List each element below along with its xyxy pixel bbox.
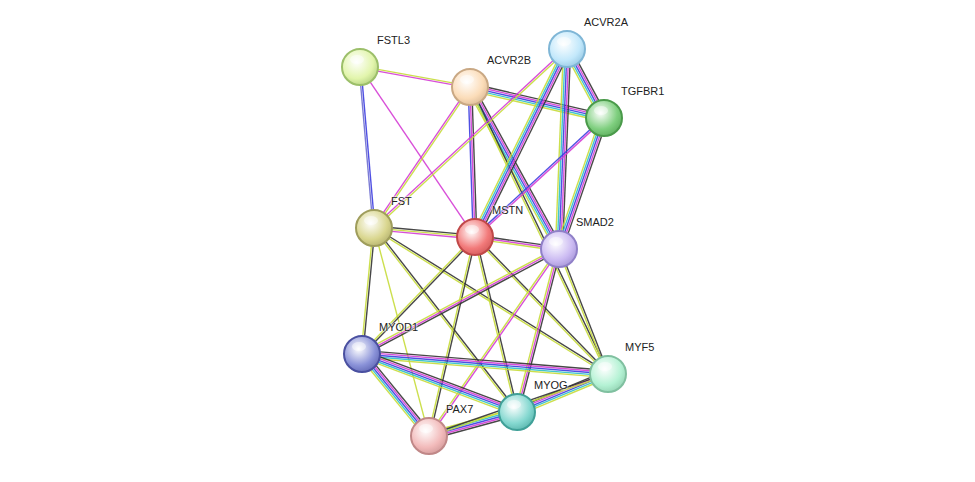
interaction-edge [445, 413, 500, 434]
protein-node: FSTL3 [341, 48, 379, 86]
interaction-edge [377, 256, 544, 347]
node-label: PAX7 [446, 403, 473, 415]
interaction-edge [392, 228, 457, 237]
protein-circle [341, 48, 379, 86]
interaction-edge [469, 105, 476, 219]
protein-node: MSTN [456, 218, 494, 256]
interaction-edge [446, 379, 592, 431]
protein-circle [589, 355, 627, 393]
interaction-edge [370, 82, 465, 222]
interaction-edge [361, 85, 374, 210]
protein-node: ACVR2B [451, 68, 489, 106]
node-label: FST [391, 195, 412, 207]
protein-node: SMAD2 [540, 230, 578, 268]
protein-node: TGFBR1 [585, 99, 623, 137]
interaction-edge [363, 246, 373, 336]
interaction-edge [379, 245, 425, 418]
node-label: ACVR2B [487, 54, 531, 66]
interaction-edge [488, 130, 592, 226]
protein-circle [540, 230, 578, 268]
protein-circle [585, 99, 623, 137]
node-label: TGFBR1 [621, 85, 664, 97]
protein-circle [456, 218, 494, 256]
interaction-edge [532, 378, 593, 409]
protein-circle [548, 30, 586, 68]
interaction-edge [493, 238, 542, 248]
protein-node: FST [355, 209, 393, 247]
node-label: MSTN [492, 204, 523, 216]
node-label: MYF5 [625, 341, 654, 353]
interaction-edge [439, 263, 550, 421]
node-label: MYOG [534, 379, 568, 391]
interaction-edge [384, 242, 506, 399]
protein-circle [451, 68, 489, 106]
protein-node: MYOD1 [343, 335, 381, 373]
protein-circle [355, 209, 393, 247]
protein-node: MYOG [498, 393, 536, 431]
interaction-edge [572, 63, 598, 104]
interaction-edge [520, 266, 557, 395]
node-label: SMAD2 [576, 216, 614, 228]
protein-circle [498, 393, 536, 431]
protein-node: ACVR2A [548, 30, 586, 68]
interaction-edge [387, 61, 555, 217]
protein-circle [410, 417, 448, 455]
interaction-edge [371, 366, 421, 425]
protein-circle [343, 335, 381, 373]
protein-node: MYF5 [589, 355, 627, 393]
interaction-edge [565, 265, 603, 357]
node-label: ACVR2A [584, 16, 628, 28]
interaction-edge [480, 64, 563, 223]
interaction-edge [378, 69, 453, 84]
node-label: FSTL3 [377, 34, 410, 46]
interaction-edge [556, 67, 570, 231]
protein-node: PAX7 [410, 417, 448, 455]
interaction-edge [432, 254, 472, 418]
interaction-edge [374, 249, 463, 341]
node-label: MYOD1 [379, 321, 418, 333]
